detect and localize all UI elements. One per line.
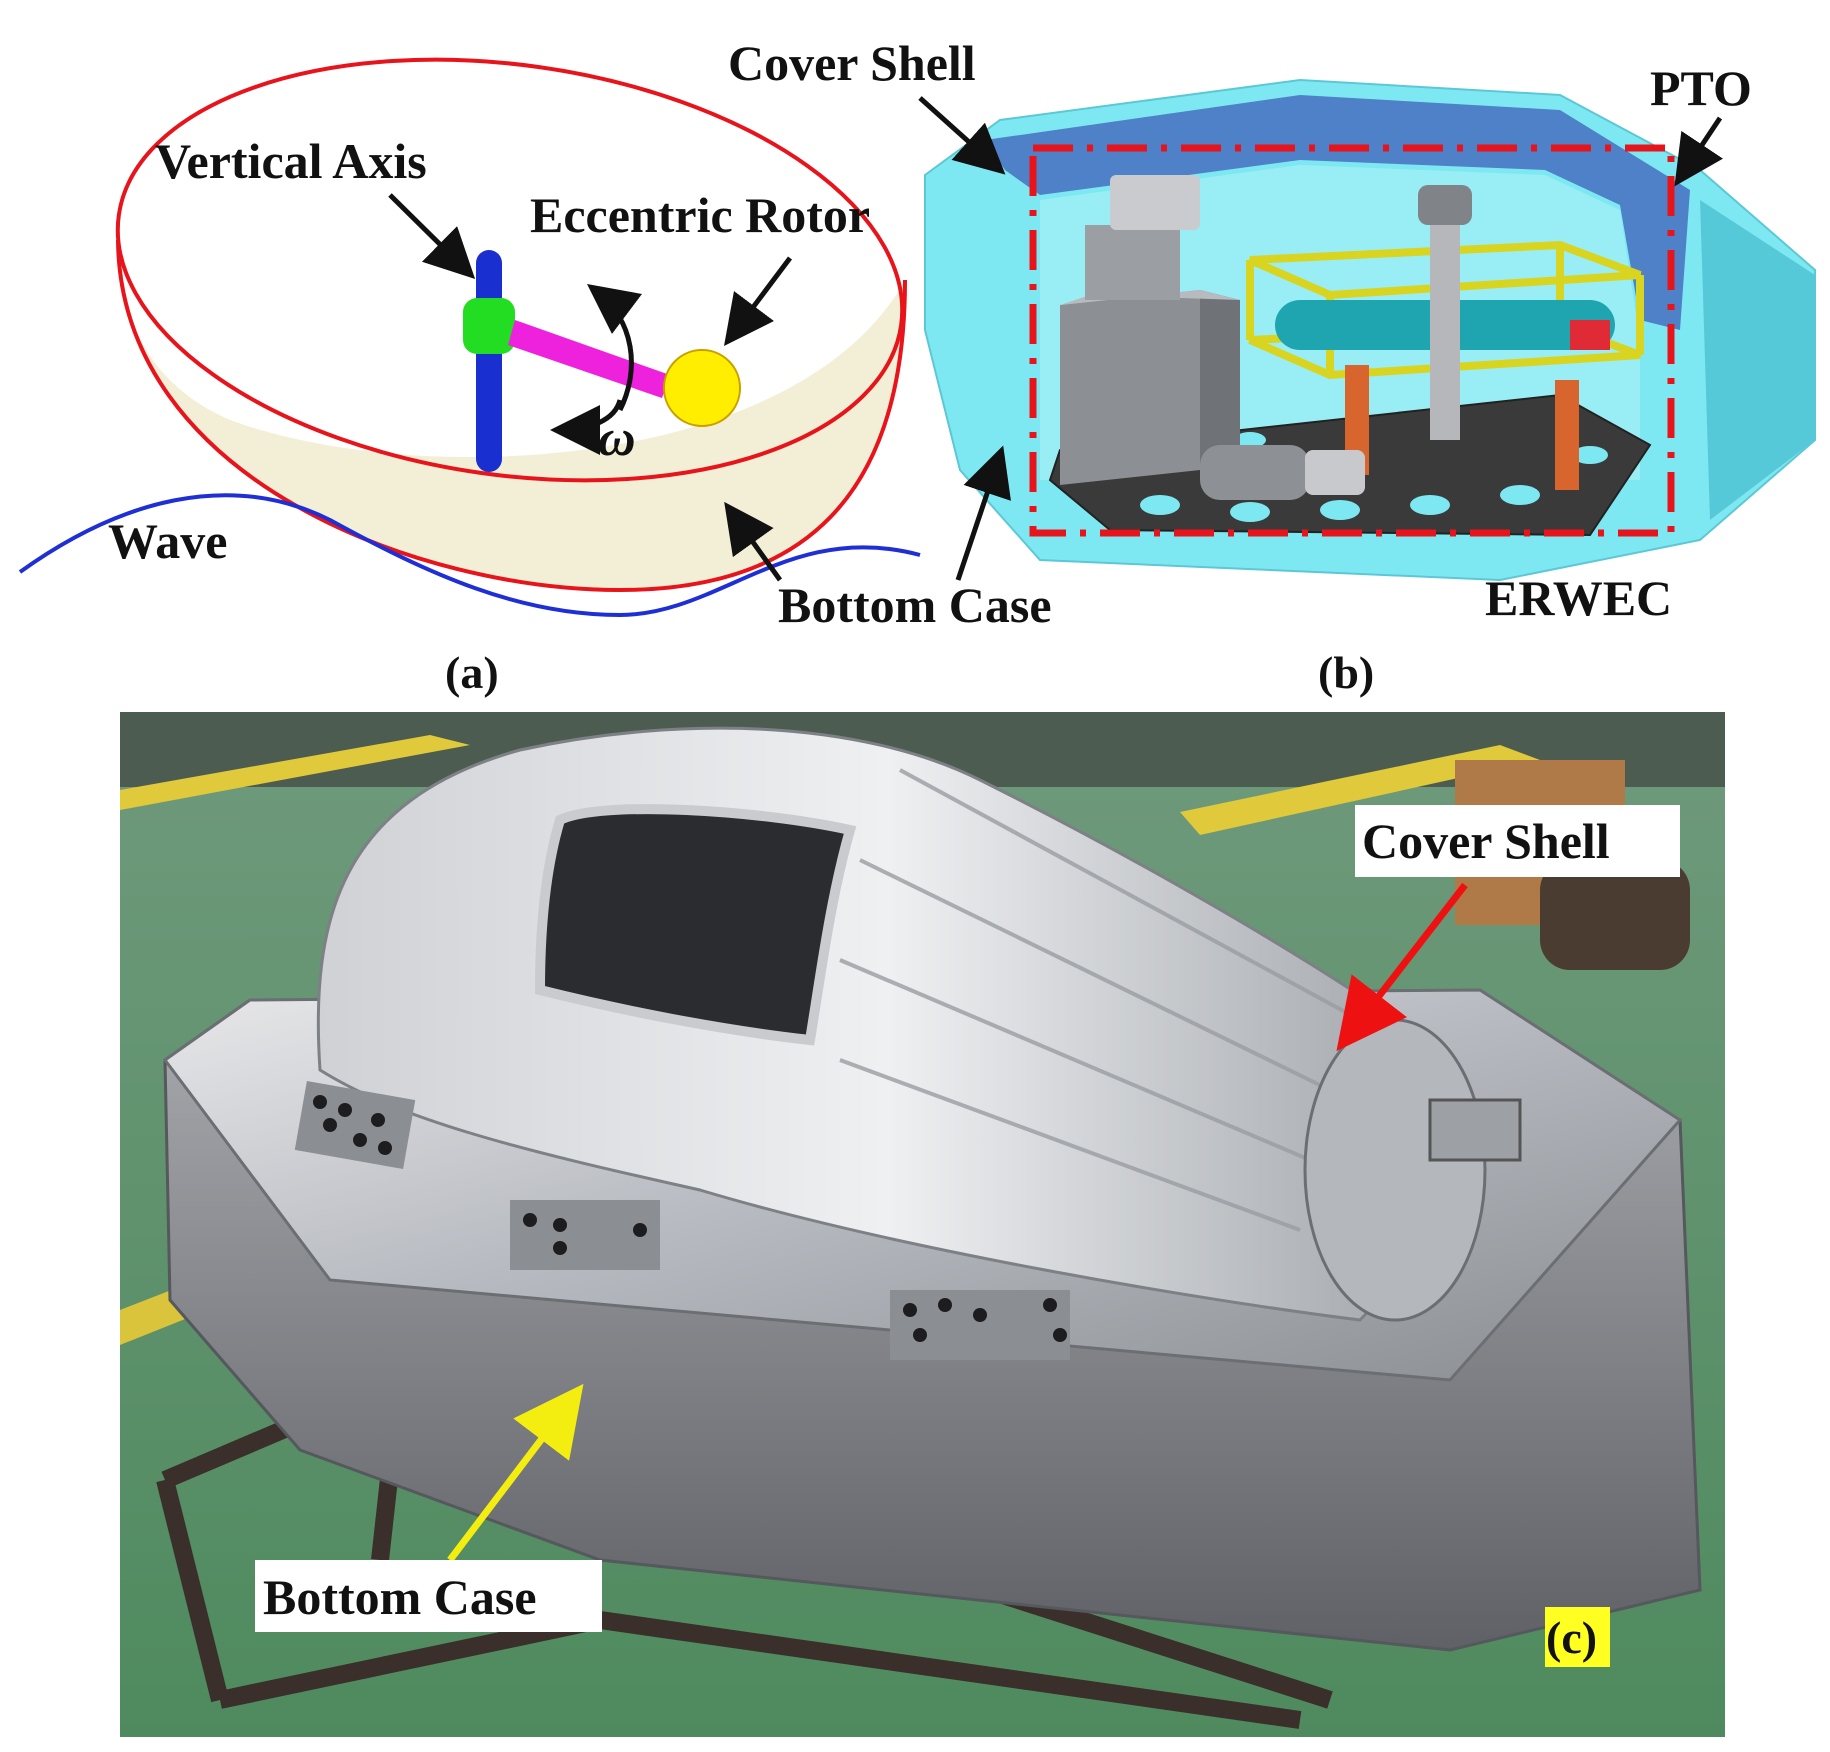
cover-shell-band	[985, 95, 1690, 330]
pto-boundary-box	[1029, 144, 1675, 537]
generator-box-top	[1060, 290, 1240, 305]
pto-label: PTO	[1650, 60, 1752, 116]
viewing-window	[534, 804, 857, 1046]
bottom-case-label-box-c	[255, 1560, 602, 1632]
bottom-case-label-c: Bottom Case	[263, 1569, 537, 1625]
eccentric-rotor-pointer	[724, 256, 792, 346]
vertical-pipe	[1430, 210, 1460, 440]
cover-shell-end-cap	[1303, 1018, 1487, 1322]
floor-line-left	[120, 735, 470, 810]
rotation-arrow-up	[587, 283, 642, 412]
eccentric-rotor-label: Eccentric Rotor	[530, 187, 870, 243]
cover-shell-label-b: Cover Shell	[728, 35, 976, 91]
bottom-case-pointer-b	[955, 445, 1011, 581]
bottom-case-outline	[116, 239, 907, 593]
bolt-heads	[313, 1095, 1067, 1342]
pto-pointer	[1674, 116, 1723, 187]
wave-label: Wave	[108, 513, 227, 569]
joint-block	[463, 298, 515, 354]
pump-coupling	[1305, 450, 1365, 495]
panel-c-photo: Cover Shell Bottom Case (c)	[120, 712, 1725, 1737]
vertical-axis-pointer	[388, 193, 476, 280]
cover-shell-pointer-b	[918, 96, 1006, 175]
generator-box-side	[1200, 290, 1240, 470]
cone-ribs	[839, 768, 1361, 1232]
caption-c-box	[1545, 1607, 1610, 1667]
cover-shell-label-c: Cover Shell	[1362, 813, 1610, 869]
erwec-label: ERWEC	[1485, 570, 1672, 626]
vertical-axis-rod	[476, 250, 502, 472]
generator-box-front	[1060, 290, 1200, 485]
floor-line-right	[1180, 745, 1540, 835]
panel-b: Cover Shell PTO ERWEC (b)	[728, 35, 1816, 698]
cover-shell-pointer-c	[1336, 882, 1468, 1052]
valve-top	[1418, 185, 1472, 225]
rotation-arrow-down	[550, 399, 623, 455]
caption-c: (c)	[1546, 1612, 1597, 1663]
caption-a: (a)	[445, 647, 499, 698]
orange-post-right	[1555, 380, 1579, 490]
eccentric-rotor-ball	[663, 349, 741, 427]
bottom-case-pointer-c	[447, 1383, 584, 1563]
log	[1540, 860, 1690, 970]
wave-curve	[18, 493, 921, 618]
hull-right-cap	[1700, 200, 1815, 520]
rotor-arm	[508, 320, 670, 398]
bottom-case-label-ab: Bottom Case	[778, 577, 1052, 633]
omega-label: ω	[598, 410, 636, 467]
bowl-body	[118, 240, 905, 590]
bottom-case-pointer-a	[724, 501, 783, 582]
vertical-axis-label: Vertical Axis	[155, 133, 427, 189]
upper-box	[1085, 225, 1180, 300]
bowl-top-rim	[115, 57, 905, 483]
motor-top	[1110, 175, 1200, 230]
cover-shell-label-box-c	[1355, 805, 1680, 877]
base-plate-holes	[1140, 432, 1608, 522]
pump-motor	[1200, 445, 1310, 500]
caption-b: (b)	[1318, 647, 1374, 698]
panel-a: Vertical Axis Eccentric Rotor ω Wave (a)	[18, 57, 921, 698]
end-bracket	[1428, 1098, 1522, 1162]
red-fitting	[1570, 320, 1610, 350]
